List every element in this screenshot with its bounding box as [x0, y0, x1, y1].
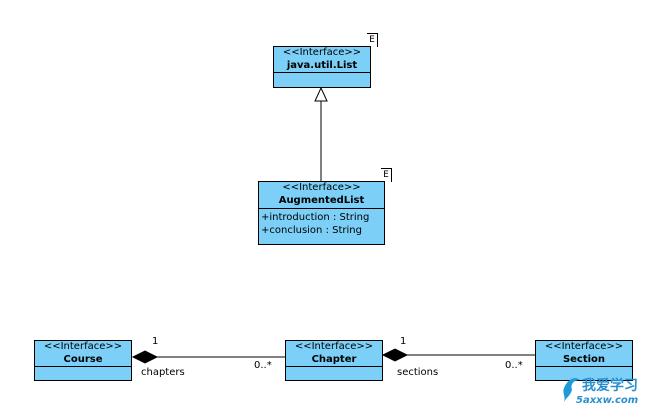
class-augmented-list[interactable]: <<Interface>> AugmentedList +introductio… [258, 181, 385, 245]
compartment-divider [536, 366, 632, 367]
type-parameter-tag: E [381, 168, 392, 182]
class-course[interactable]: <<Interface>> Course [34, 340, 132, 381]
stereotype-label: <<Interface>> [544, 341, 624, 352]
class-name: Course [63, 354, 103, 365]
class-name: java.util.List [286, 60, 358, 71]
generalization-arrowhead [314, 86, 328, 102]
attribute-conclusion: +conclusion : String [261, 225, 362, 236]
class-chapter[interactable]: <<Interface>> Chapter [285, 340, 383, 381]
compartment-divider [286, 366, 382, 367]
chapter-owner-multiplicity: 1 [400, 336, 407, 347]
stereotype-label: <<Interface>> [282, 182, 361, 193]
course-multiplicity: 1 [152, 336, 159, 347]
stereotype-label: <<Interface>> [43, 341, 123, 352]
stereotype-label: <<Interface>> [294, 341, 374, 352]
attribute-compartment: +introduction : String +conclusion : Str… [259, 208, 384, 237]
class-name: Chapter [311, 354, 357, 365]
chapter-multiplicity: 0..* [254, 360, 272, 371]
class-java-util-list[interactable]: <<Interface>> java.util.List [273, 46, 371, 88]
watermark-url: 5axxw.com [576, 395, 639, 406]
chapter-section-diamond [381, 348, 409, 362]
section-multiplicity: 0..* [505, 360, 523, 371]
type-parameter-tag: E [367, 33, 378, 47]
watermark-logo-icon [563, 378, 580, 402]
course-chapter-diamond [131, 350, 159, 364]
compartment-divider [274, 72, 370, 73]
class-name: AugmentedList [278, 195, 365, 206]
class-section[interactable]: <<Interface>> Section [535, 340, 633, 381]
chapters-role-label: chapters [141, 367, 185, 378]
attribute-introduction: +introduction : String [261, 212, 370, 223]
sections-role-label: sections [397, 367, 439, 378]
stereotype-label: <<Interface>> [282, 47, 362, 58]
watermark-text: 我爱学习 [582, 378, 638, 394]
class-name: Section [562, 354, 606, 365]
compartment-divider [35, 366, 131, 367]
